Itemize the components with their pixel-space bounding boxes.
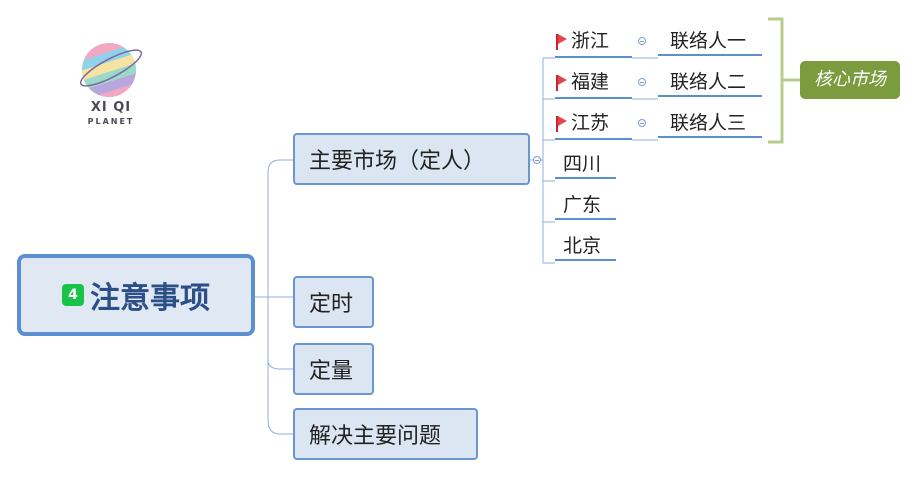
topic-label: 定时	[309, 292, 354, 317]
red-flag-icon	[555, 115, 567, 132]
subtopic-jiangsu[interactable]: 江苏	[555, 108, 632, 140]
contact-label: 联络人三	[670, 112, 747, 134]
contact-3[interactable]: 联络人三	[658, 108, 762, 138]
red-flag-icon	[555, 74, 567, 91]
planet-icon	[79, 43, 143, 97]
subtopic-label: 四川	[563, 153, 602, 175]
subtopic-beijing[interactable]: 北京	[555, 231, 616, 261]
topic-timing[interactable]: 定时	[293, 276, 374, 328]
subtopic-fujian[interactable]: 福建	[555, 67, 632, 99]
topic-solve-problems[interactable]: 解决主要问题	[293, 408, 478, 460]
subtopic-label: 福建	[571, 71, 610, 93]
subtopic-guangdong[interactable]: 广东	[555, 190, 616, 220]
collapse-toggle-icon[interactable]	[638, 78, 646, 86]
collapse-toggle-icon[interactable]	[638, 119, 646, 127]
subtopic-zhejiang[interactable]: 浙江	[555, 26, 632, 58]
summary-core-market[interactable]: 核心市场	[800, 61, 900, 99]
subtopic-label: 江苏	[571, 112, 610, 134]
contact-label: 联络人一	[670, 30, 747, 52]
subtopic-label: 浙江	[571, 30, 610, 52]
xiqi-planet-logo: XI QI PLANET	[76, 40, 146, 132]
contact-label: 联络人二	[670, 71, 747, 93]
contact-2[interactable]: 联络人二	[658, 67, 762, 97]
subtopic-label: 北京	[563, 235, 602, 257]
logo-subtitle: PLANET	[87, 117, 135, 126]
contact-1[interactable]: 联络人一	[658, 26, 762, 56]
summary-label: 核心市场	[814, 69, 886, 90]
red-flag-icon	[555, 33, 567, 50]
collapse-toggle-icon[interactable]	[533, 156, 541, 164]
topic-quantity[interactable]: 定量	[293, 343, 374, 395]
subtopic-sichuan[interactable]: 四川	[555, 149, 616, 179]
logo-title: XI QI	[90, 100, 132, 115]
topic-main-market[interactable]: 主要市场（定人）	[293, 133, 530, 185]
central-topic-label: 注意事项	[90, 281, 210, 316]
topic-label: 定量	[309, 359, 354, 384]
priority-badge: 4	[62, 284, 84, 306]
central-topic[interactable]: 4 注意事项	[17, 254, 255, 336]
collapse-toggle-icon[interactable]	[638, 37, 646, 45]
subtopic-label: 广东	[563, 194, 602, 216]
topic-label: 主要市场（定人）	[309, 149, 486, 174]
topic-label: 解决主要问题	[309, 424, 442, 449]
